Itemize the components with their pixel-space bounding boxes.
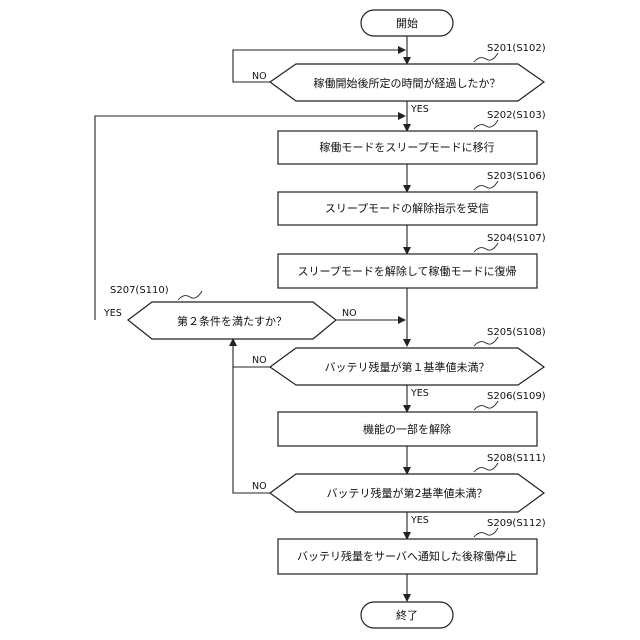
s208-no-label: NO (252, 481, 267, 492)
s208-yes-label: YES (410, 515, 429, 526)
s204-label: スリープモードを解除して稼働モードに復帰 (297, 264, 516, 278)
s205-step: S205(S108) (487, 327, 546, 338)
start-terminal: 開始 (361, 10, 453, 36)
decision-s208: バッテリ残量が第2基準値未満？ (270, 474, 544, 512)
s207-label: 第２条件を満たすか？ (177, 314, 287, 328)
s202-step: S202(S103) (487, 110, 546, 121)
s201-label: 稼働開始後所定の時間が経過したか？ (314, 76, 501, 90)
end-terminal: 終了 (361, 602, 453, 628)
s205-label: バッテリ残量が第１基準値未満？ (325, 360, 490, 374)
s205-yes-label: YES (410, 388, 429, 399)
s208-step: S208(S111) (487, 453, 546, 464)
decision-s205: バッテリ残量が第１基準値未満？ (270, 348, 544, 385)
s203-label: スリープモードの解除指示を受信 (325, 201, 489, 215)
process-s209: バッテリ残量をサーバへ通知した後稼働停止 (278, 539, 537, 574)
end-label: 終了 (396, 608, 418, 622)
decision-s201: 稼働開始後所定の時間が経過したか？ (270, 64, 544, 101)
s209-step: S209(S112) (487, 518, 546, 529)
s202-label: 稼働モードをスリープモードに移行 (319, 140, 494, 154)
s203-step: S203(S106) (487, 171, 546, 182)
s206-label: 機能の一部を解除 (363, 422, 451, 436)
s201-no-label: NO (252, 71, 267, 82)
s201-yes-label: YES (410, 104, 429, 115)
step-markers: S201(S102) S202(S103) S203(S106) S204(S1… (110, 43, 546, 537)
s206-step: S206(S109) (487, 391, 546, 402)
s201-step: S201(S102) (487, 43, 546, 54)
s207-step: S207(S110) (110, 285, 169, 296)
s204-step: S204(S107) (487, 233, 546, 244)
decision-s207: 第２条件を満たすか？ (128, 302, 336, 339)
s209-label: バッテリ残量をサーバへ通知した後稼働停止 (297, 549, 517, 563)
s207-no-label: NO (342, 308, 357, 319)
s207-yes-label: YES (103, 308, 122, 319)
process-s204: スリープモードを解除して稼働モードに復帰 (278, 254, 537, 288)
process-s202: 稼働モードをスリープモードに移行 (278, 131, 537, 164)
process-s203: スリープモードの解除指示を受信 (278, 192, 537, 225)
start-label: 開始 (396, 16, 418, 30)
process-s206: 機能の一部を解除 (278, 412, 537, 446)
s205-no-label: NO (252, 355, 267, 366)
s208-label: バッテリ残量が第2基準値未満？ (327, 486, 488, 500)
